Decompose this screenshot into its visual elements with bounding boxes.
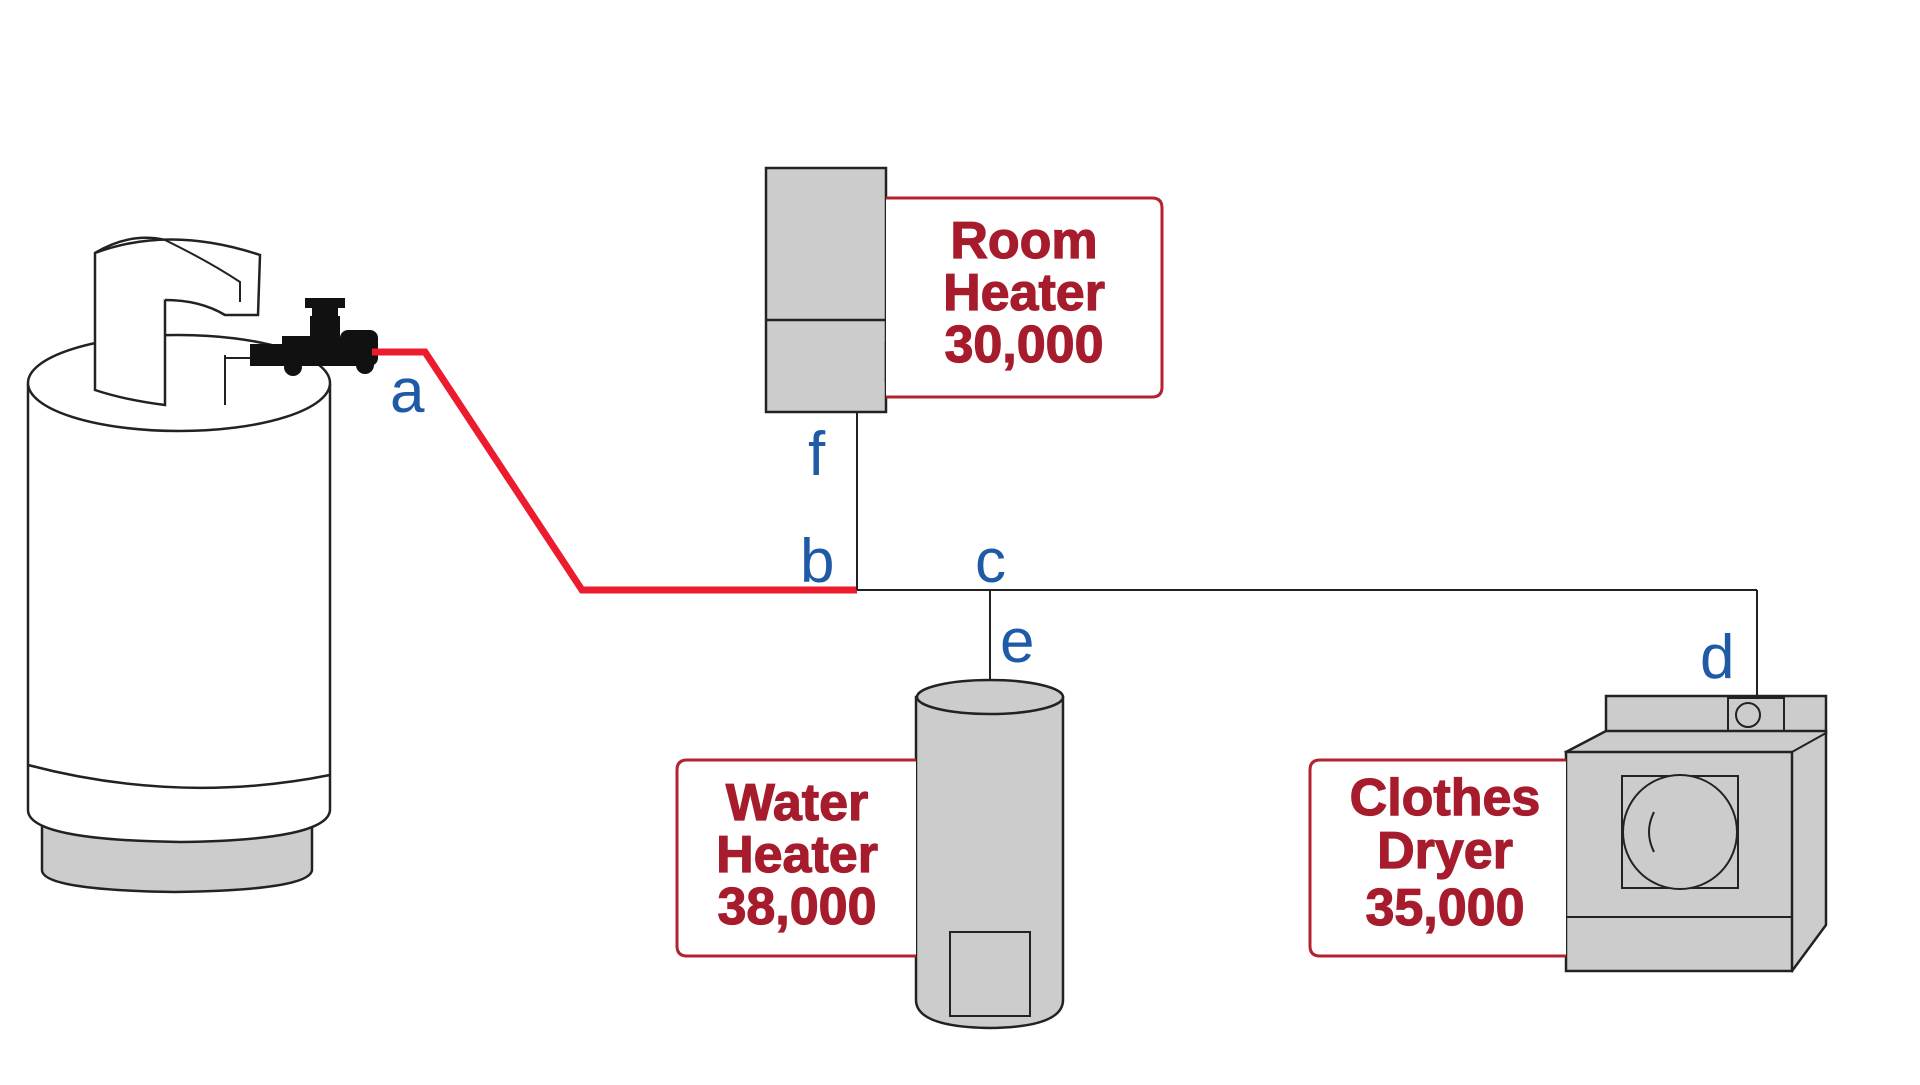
clothes-dryer-btu: 35,000	[1365, 879, 1524, 937]
water-heater-name-line1: Water	[726, 774, 869, 832]
pipe-segment-a-b	[372, 348, 857, 594]
clothes-dryer-icon	[1563, 694, 1828, 973]
water-heater-name-line2: Heater	[716, 826, 878, 884]
room-heater-btu: 30,000	[944, 316, 1103, 374]
point-label-a: a	[390, 357, 425, 426]
room-heater-name-line2: Heater	[943, 264, 1105, 322]
point-label-c: c	[975, 527, 1006, 596]
clothes-dryer-name-line2: Dryer	[1377, 822, 1513, 880]
regulator-icon	[250, 298, 378, 376]
point-label-b: b	[800, 527, 834, 596]
clothes-dryer-name-line1: Clothes	[1350, 769, 1541, 827]
water-heater-icon	[914, 678, 1065, 1030]
piping	[372, 348, 1758, 698]
clothes-dryer-label: Clothes Dryer 35,000	[1308, 758, 1566, 958]
room-heater-name-line1: Room	[950, 212, 1097, 270]
water-heater-label: Water Heater 38,000	[675, 758, 916, 958]
room-heater-label: Room Heater 30,000	[886, 196, 1164, 399]
propane-tank-icon	[26, 236, 332, 894]
point-label-f: f	[808, 420, 826, 489]
point-label-e: e	[1000, 607, 1034, 676]
water-heater-btu: 38,000	[717, 878, 876, 936]
point-label-d: d	[1700, 623, 1734, 692]
